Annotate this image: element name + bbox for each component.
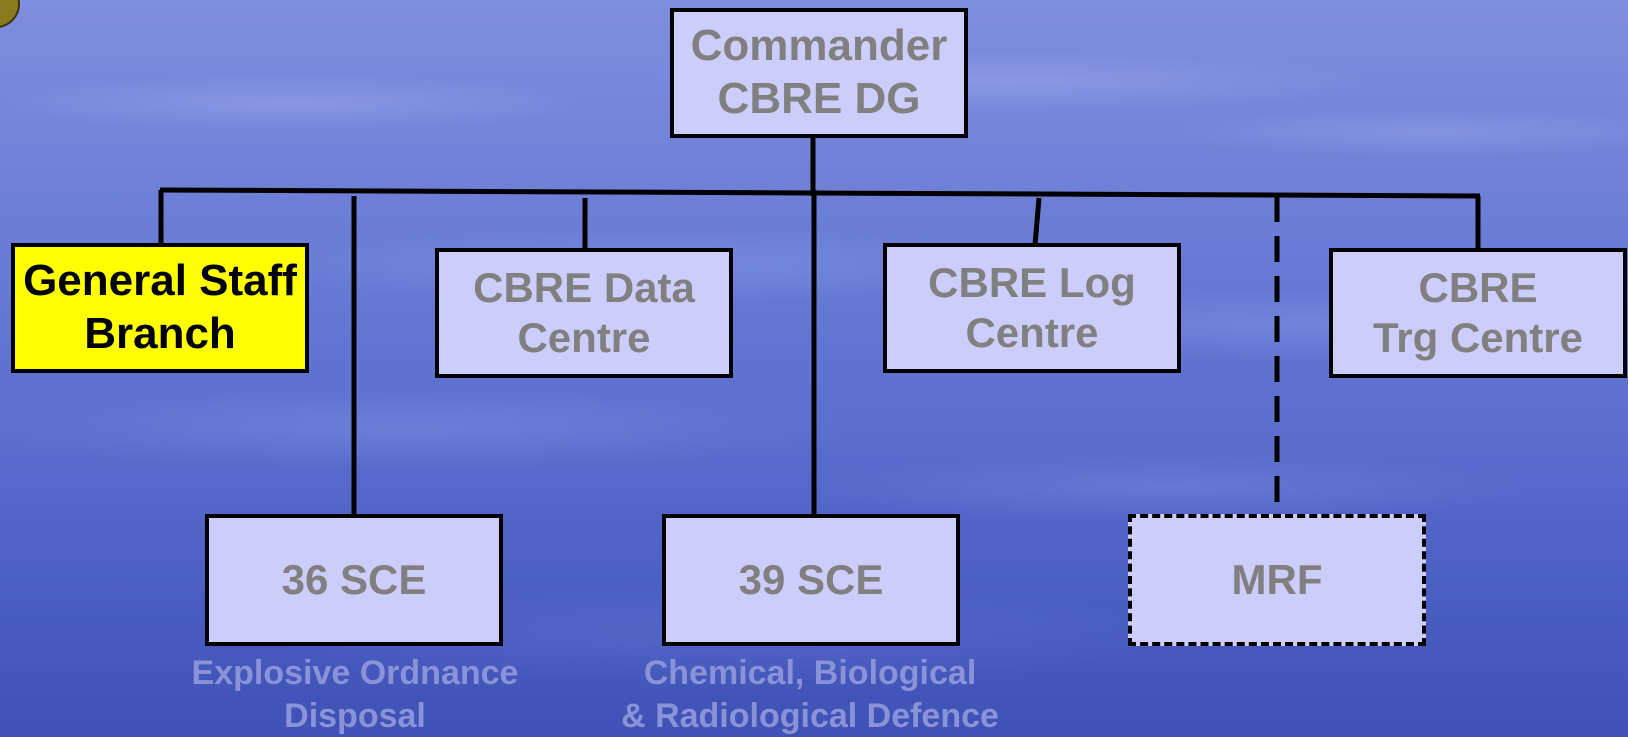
caption-36-sce: Explosive Ordnance Disposal — [191, 654, 519, 735]
node-39-sce: 39 SCE — [662, 514, 960, 646]
edge-main-horizontal — [159, 187, 1481, 199]
caption-39-sce: Chemical, Biological & Radiological Defe… — [621, 654, 999, 735]
node-mrf: MRF — [1128, 514, 1426, 646]
edge-to-log-centre — [1032, 197, 1042, 246]
node-36-sce: 36 SCE — [205, 514, 503, 646]
